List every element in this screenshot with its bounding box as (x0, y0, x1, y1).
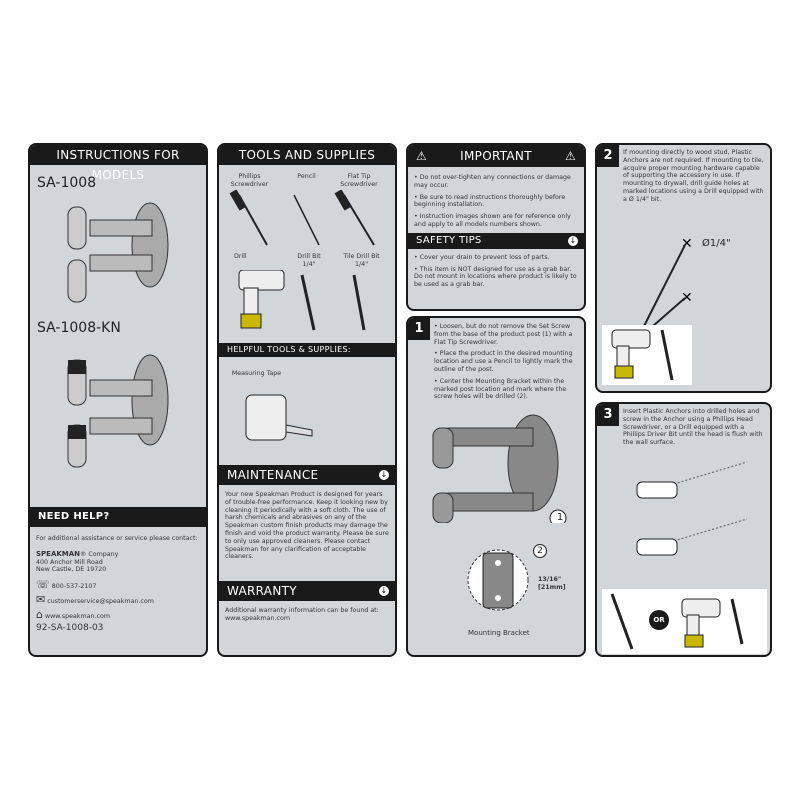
tool-pencil: Pencil (297, 173, 316, 180)
instructions-title: INSTRUCTIONS FOR MODELS (30, 145, 206, 182)
mounting-bracket-illustration (467, 549, 529, 611)
important-item: • Instruction images shown are for refer… (414, 213, 571, 228)
measuring-tape-icon (245, 394, 313, 441)
address-line-2: New Castle, DE 19720 (36, 566, 107, 574)
step-1-panel: 1 • Loosen, but do not remove the Set Sc… (406, 316, 586, 657)
help-intro: For additional assistance or service ple… (36, 535, 198, 542)
safety-item: • Cover your drain to prevent loss of pa… (414, 253, 550, 261)
or-badge: OR (649, 610, 669, 630)
hole-diameter-label: Ø1/4" (702, 238, 731, 249)
step-number: 3 (597, 404, 619, 426)
step-2-panel: 2 If mounting directly to wood stud, Pla… (595, 143, 772, 393)
important-item: • Do not over-tighten any connections or… (414, 174, 571, 189)
safety-tips-title: SAFETY TIPS↓ (408, 232, 584, 249)
safety-item: • This item is NOT designed for use as a… (414, 265, 577, 289)
tools-row1-icons (229, 190, 375, 246)
model-sa-1008-kn: SA-1008-KN (37, 320, 121, 336)
important-title: ⚠IMPORTANT⚠ (408, 145, 584, 167)
arrow-down-icon: ↓ (568, 235, 578, 246)
warranty-title: WARRANTY↓ (219, 581, 395, 601)
step-2-text: If mounting directly to wood stud, Plast… (623, 149, 764, 203)
step-1-item: • Place the product in the desired mount… (434, 350, 573, 373)
model-sa-1008: SA-1008 (37, 175, 97, 191)
tools-title: TOOLS AND SUPPLIES (219, 145, 395, 165)
towel-hook-illustration (67, 202, 169, 303)
envelope-icon: ✉ (36, 592, 46, 606)
important-item: • Be sure to read instructions thoroughl… (414, 193, 566, 209)
plastic-anchor-illustration (636, 461, 748, 556)
step-1-item: • Loosen, but do not remove the Set Scre… (434, 323, 573, 346)
address-line-1: 400 Anchor Mill Road (36, 558, 103, 566)
tool-flat-tip-screwdriver: Flat Tip Screwdriver (340, 173, 378, 188)
email-link[interactable]: customerservice@speakman.com (47, 597, 154, 605)
tools-panel: TOOLS AND SUPPLIES Phillips Screwdriver … (217, 143, 397, 657)
svg-text:✕: ✕ (681, 236, 693, 252)
brand-suffix: ® Company (80, 550, 119, 558)
tool-drill: Drill (234, 253, 247, 260)
house-icon: ⌂ (36, 607, 43, 621)
callout-2: 2 (533, 544, 547, 558)
step-3-text: Insert Plastic Anchors into drilled hole… (623, 408, 763, 447)
step-3-panel: 3 Insert Plastic Anchors into drilled ho… (595, 402, 772, 657)
tool-measuring-tape: Measuring Tape (231, 370, 282, 377)
step-1-hook-illustration (432, 414, 567, 523)
maintenance-text: Your new Speakman Product is designed fo… (225, 491, 389, 561)
website-link[interactable]: www.speakman.com (45, 612, 110, 620)
brand-name: SPEAKMAN (36, 549, 81, 558)
tools-row2-icons (238, 270, 366, 331)
warranty-text: Additional warranty information can be f… (225, 607, 379, 622)
important-panel: ⚠IMPORTANT⚠ • Do not over-tighten any co… (406, 143, 586, 311)
arrow-down-icon: ↓ (379, 470, 389, 480)
tool-phillips-screwdriver: Phillips Screwdriver (230, 173, 269, 188)
arrow-down-icon: ↓ (379, 586, 389, 596)
instructions-panel: INSTRUCTIONS FOR MODELS SA-1008 SA-1008-… (28, 143, 208, 657)
document-number: 92-SA-1008-03 (36, 622, 104, 633)
screwdriver-and-drill-illustration (602, 589, 767, 654)
step-1-item: • Center the Mounting Bracket within the… (434, 377, 567, 401)
tool-tile-drill-bit: Tile Drill Bit 1/4" (343, 253, 380, 268)
step-2-drilling-illustration: ✕✕ (602, 236, 693, 385)
towel-hook-kn-illustration (67, 354, 169, 468)
phone-icon: ☏ (36, 578, 50, 592)
callout-1: 1 (556, 512, 564, 523)
warning-icon: ⚠ (416, 149, 428, 163)
phone-number: 800-537-2107 (51, 583, 97, 591)
warning-icon: ⚠ (564, 149, 576, 163)
mounting-bracket-label: Mounting Bracket (468, 629, 530, 637)
maintenance-title: MAINTENANCE↓ (219, 465, 395, 485)
svg-text:✕: ✕ (681, 290, 693, 306)
tool-drill-bit: Drill Bit 1/4" (297, 253, 321, 268)
step-number: 2 (597, 145, 619, 167)
dimension-label: 13/16" [21mm] (538, 576, 566, 591)
step-number: 1 (408, 318, 430, 340)
helpful-tools-title: HELPFUL TOOLS & SUPPLIES: (219, 343, 395, 357)
need-help-title: NEED HELP? (30, 507, 206, 527)
